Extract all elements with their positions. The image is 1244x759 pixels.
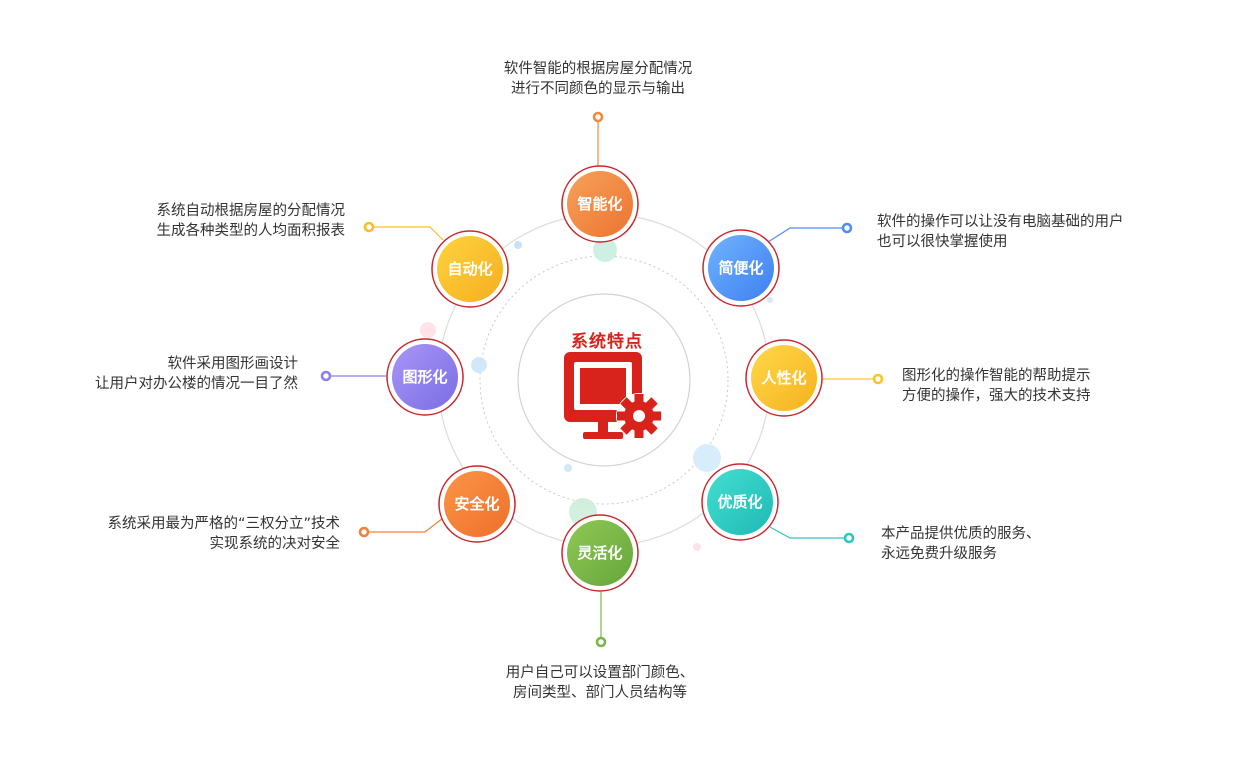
node-label-top: 智能化 — [577, 195, 623, 213]
endpoint-dot — [872, 373, 884, 385]
node-lower-left — [438, 465, 516, 543]
desc-line: 用户自己可以设置部门颜色、 — [505, 665, 695, 681]
desc-top: 软件智能的根据房屋分配情况 进行不同颜色的显示与输出 — [468, 59, 728, 99]
desc-upper-left: 系统自动根据房屋的分配情况 生成各种类型的人均面积报表 — [157, 201, 346, 241]
desc-lower-left: 系统采用最为严格的“三权分立”技术 实现系统的决对安全 — [107, 514, 340, 554]
decorative-bubbles — [420, 238, 773, 551]
desc-line: 图形化的操作智能的帮助提示 — [902, 368, 1091, 384]
desc-line: 实现系统的决对安全 — [209, 536, 341, 552]
desc-upper-right: 软件的操作可以让没有电脑基础的用户 也可以很快掌握使用 — [877, 212, 1124, 252]
desc-line: 也可以很快掌握使用 — [877, 234, 1008, 250]
desc-left: 软件采用图形画设计 让用户对办公楼的情况一目了然 — [95, 354, 298, 394]
endpoint-dot — [592, 111, 604, 123]
node-label-lower-left: 安全化 — [454, 495, 500, 513]
node-label-lower-right: 优质化 — [717, 493, 763, 511]
endpoint-dot — [358, 526, 370, 538]
feature-nodes — [386, 165, 823, 592]
desc-line: 方便的操作，强大的技术支持 — [902, 388, 1091, 404]
desc-line: 进行不同颜色的显示与输出 — [511, 81, 685, 97]
node-label-bottom: 灵活化 — [577, 544, 623, 562]
node-right — [745, 339, 823, 417]
desc-line: 生成各种类型的人均面积报表 — [156, 223, 346, 239]
node-label-left: 图形化 — [402, 368, 448, 386]
desc-bottom: 用户自己可以设置部门颜色、 房间类型、部门人员结构等 — [470, 663, 730, 703]
node-label-right: 人性化 — [761, 369, 807, 387]
connector-lines — [326, 120, 878, 640]
node-left — [386, 338, 464, 416]
node-upper-right — [702, 229, 780, 307]
desc-line: 软件采用图形画设计 — [167, 356, 299, 372]
desc-line: 本产品提供优质的服务、 — [881, 526, 1041, 542]
desc-lower-right: 本产品提供优质的服务、 永远免费升级服务 — [881, 524, 1041, 564]
desc-line: 永远免费升级服务 — [881, 546, 997, 562]
endpoint-dot — [843, 532, 855, 544]
endpoint-dot — [363, 221, 375, 233]
computer-settings-icon — [564, 352, 662, 439]
node-label-upper-left: 自动化 — [447, 260, 493, 278]
desc-line: 让用户对办公楼的情况一目了然 — [95, 376, 298, 392]
node-label-upper-right: 简便化 — [718, 259, 764, 277]
endpoint-dot — [595, 636, 607, 648]
desc-line: 系统自动根据房屋的分配情况 — [156, 203, 346, 219]
center-title: 系统特点 — [571, 332, 643, 352]
desc-right: 图形化的操作智能的帮助提示 方便的操作，强大的技术支持 — [902, 366, 1091, 406]
node-lower-right — [701, 463, 779, 541]
dotted-ring — [479, 255, 729, 505]
endpoint-dot — [841, 222, 853, 234]
desc-line: 系统采用最为严格的“三权分立”技术 — [107, 516, 340, 532]
node-bottom — [561, 514, 639, 592]
desc-line: 软件智能的根据房屋分配情况 — [503, 61, 693, 77]
desc-line: 软件的操作可以让没有电脑基础的用户 — [877, 214, 1124, 230]
node-upper-left — [431, 230, 509, 308]
endpoint-dot — [320, 370, 332, 382]
node-top — [561, 165, 639, 243]
endpoint-dots — [320, 111, 884, 648]
desc-line: 房间类型、部门人员结构等 — [513, 685, 687, 701]
